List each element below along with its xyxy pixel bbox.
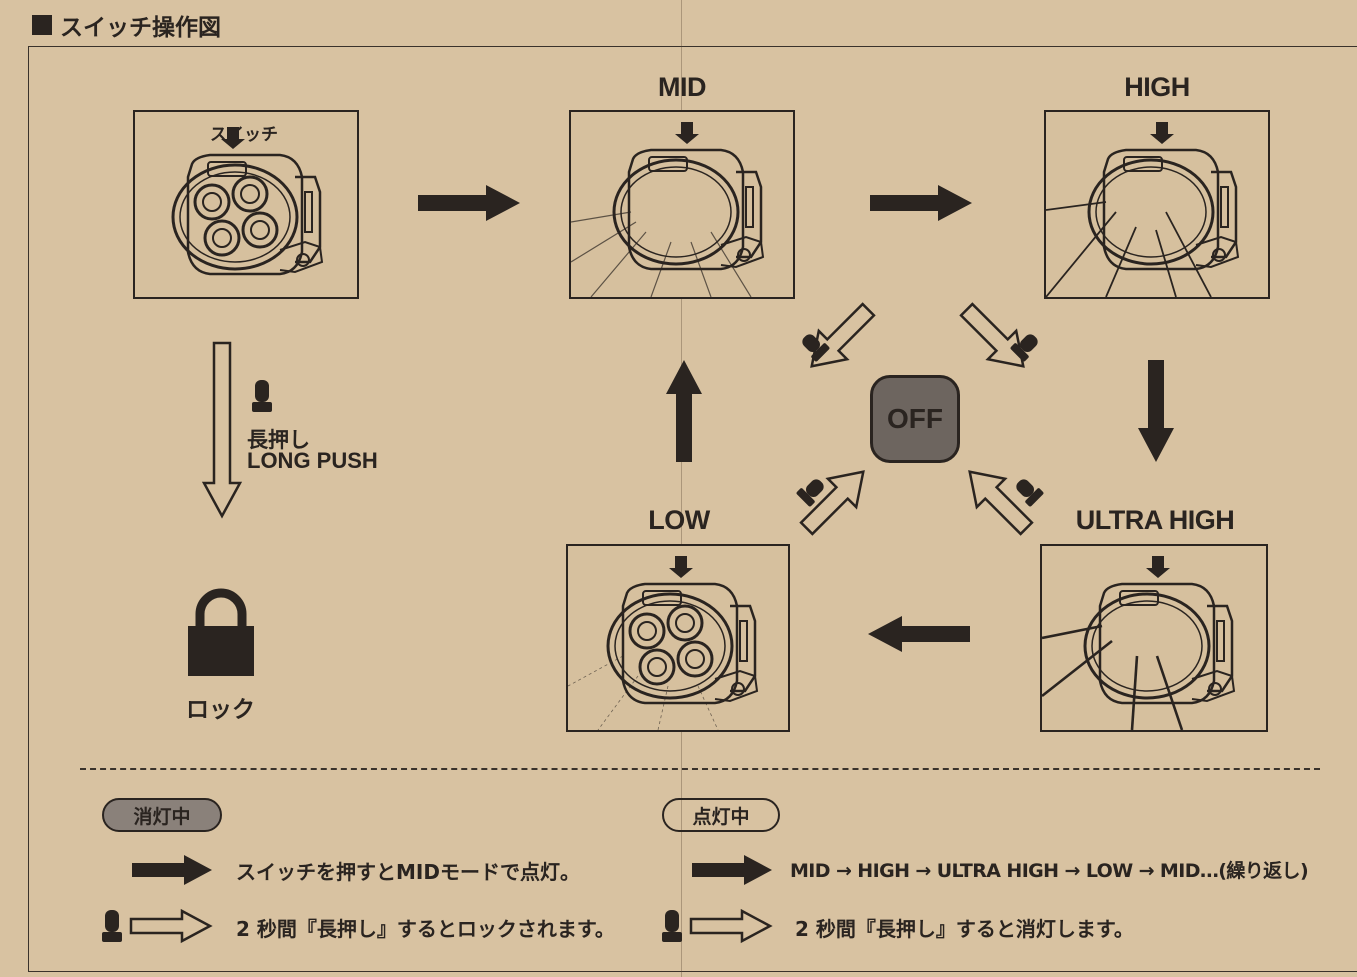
off-state-badge: 消灯中	[102, 798, 222, 832]
button-press-icon	[802, 334, 830, 362]
page-title: スイッチ操作図	[32, 8, 221, 42]
off-state-press-text: スイッチを押すとMIDモードで点灯。	[236, 860, 580, 884]
ultra-high-label: ULTRA HIGH	[1075, 505, 1235, 535]
button-press-icon	[1010, 334, 1038, 362]
arrow-initial-to-mid	[418, 185, 520, 221]
arrow-high-to-ultra	[1138, 360, 1174, 462]
hollow-arrow-ultra-to-off	[968, 470, 1034, 536]
hollow-arrow-icon	[129, 908, 213, 944]
on-state-press-text: MID → HIGH → ULTRA HIGH → LOW → MID…(繰り返…	[790, 860, 1309, 882]
solid-arrow-icon	[132, 855, 212, 885]
legend-divider	[80, 768, 1320, 770]
on-state-badge-text: 点灯中	[692, 805, 750, 828]
on-state-hold-text: 2 秒間『長押し』すると消灯します。	[795, 917, 1134, 941]
off-state-button: OFF	[870, 375, 960, 463]
solid-arrow-icon	[692, 855, 772, 885]
arrow-low-to-mid	[666, 360, 702, 462]
off-state-badge-text: 消灯中	[133, 805, 191, 828]
lock-label: ロック	[186, 697, 255, 723]
arrow-mid-to-high	[870, 185, 972, 221]
long-push-label-jp: 長押し	[247, 428, 310, 452]
button-press-icon	[796, 479, 824, 507]
panel-high	[1044, 110, 1270, 299]
off-label: OFF	[887, 403, 943, 434]
long-push-label-en: LONG PUSH	[247, 448, 378, 473]
panel-ultra-high	[1040, 544, 1268, 732]
panel-low	[566, 544, 790, 732]
high-label: HIGH	[1124, 72, 1190, 102]
square-bullet-icon	[32, 15, 52, 35]
arrow-ultra-to-low	[868, 616, 970, 652]
mid-label: MID	[658, 72, 707, 102]
panel-mid	[569, 110, 795, 299]
arrow-long-push-down	[201, 341, 243, 519]
off-state-hold-text: 2 秒間『長押し』するとロックされます。	[236, 917, 615, 941]
button-press-icon	[252, 380, 272, 412]
on-state-badge: 点灯中	[662, 798, 780, 832]
lock-icon	[188, 588, 254, 676]
hollow-arrow-mid-to-off	[810, 302, 876, 368]
button-press-icon	[662, 910, 682, 942]
switch-label: スイッチ	[210, 125, 278, 145]
paper-fold-line	[681, 0, 682, 977]
low-label: LOW	[648, 505, 710, 535]
button-press-icon	[1016, 479, 1044, 507]
diagram-frame	[28, 46, 1357, 972]
panel-initial: スイッチ	[133, 110, 359, 299]
hollow-arrow-low-to-off	[799, 470, 865, 536]
page-title-text: スイッチ操作図	[60, 15, 221, 41]
hollow-arrow-icon	[689, 908, 773, 944]
button-press-icon	[102, 910, 122, 942]
